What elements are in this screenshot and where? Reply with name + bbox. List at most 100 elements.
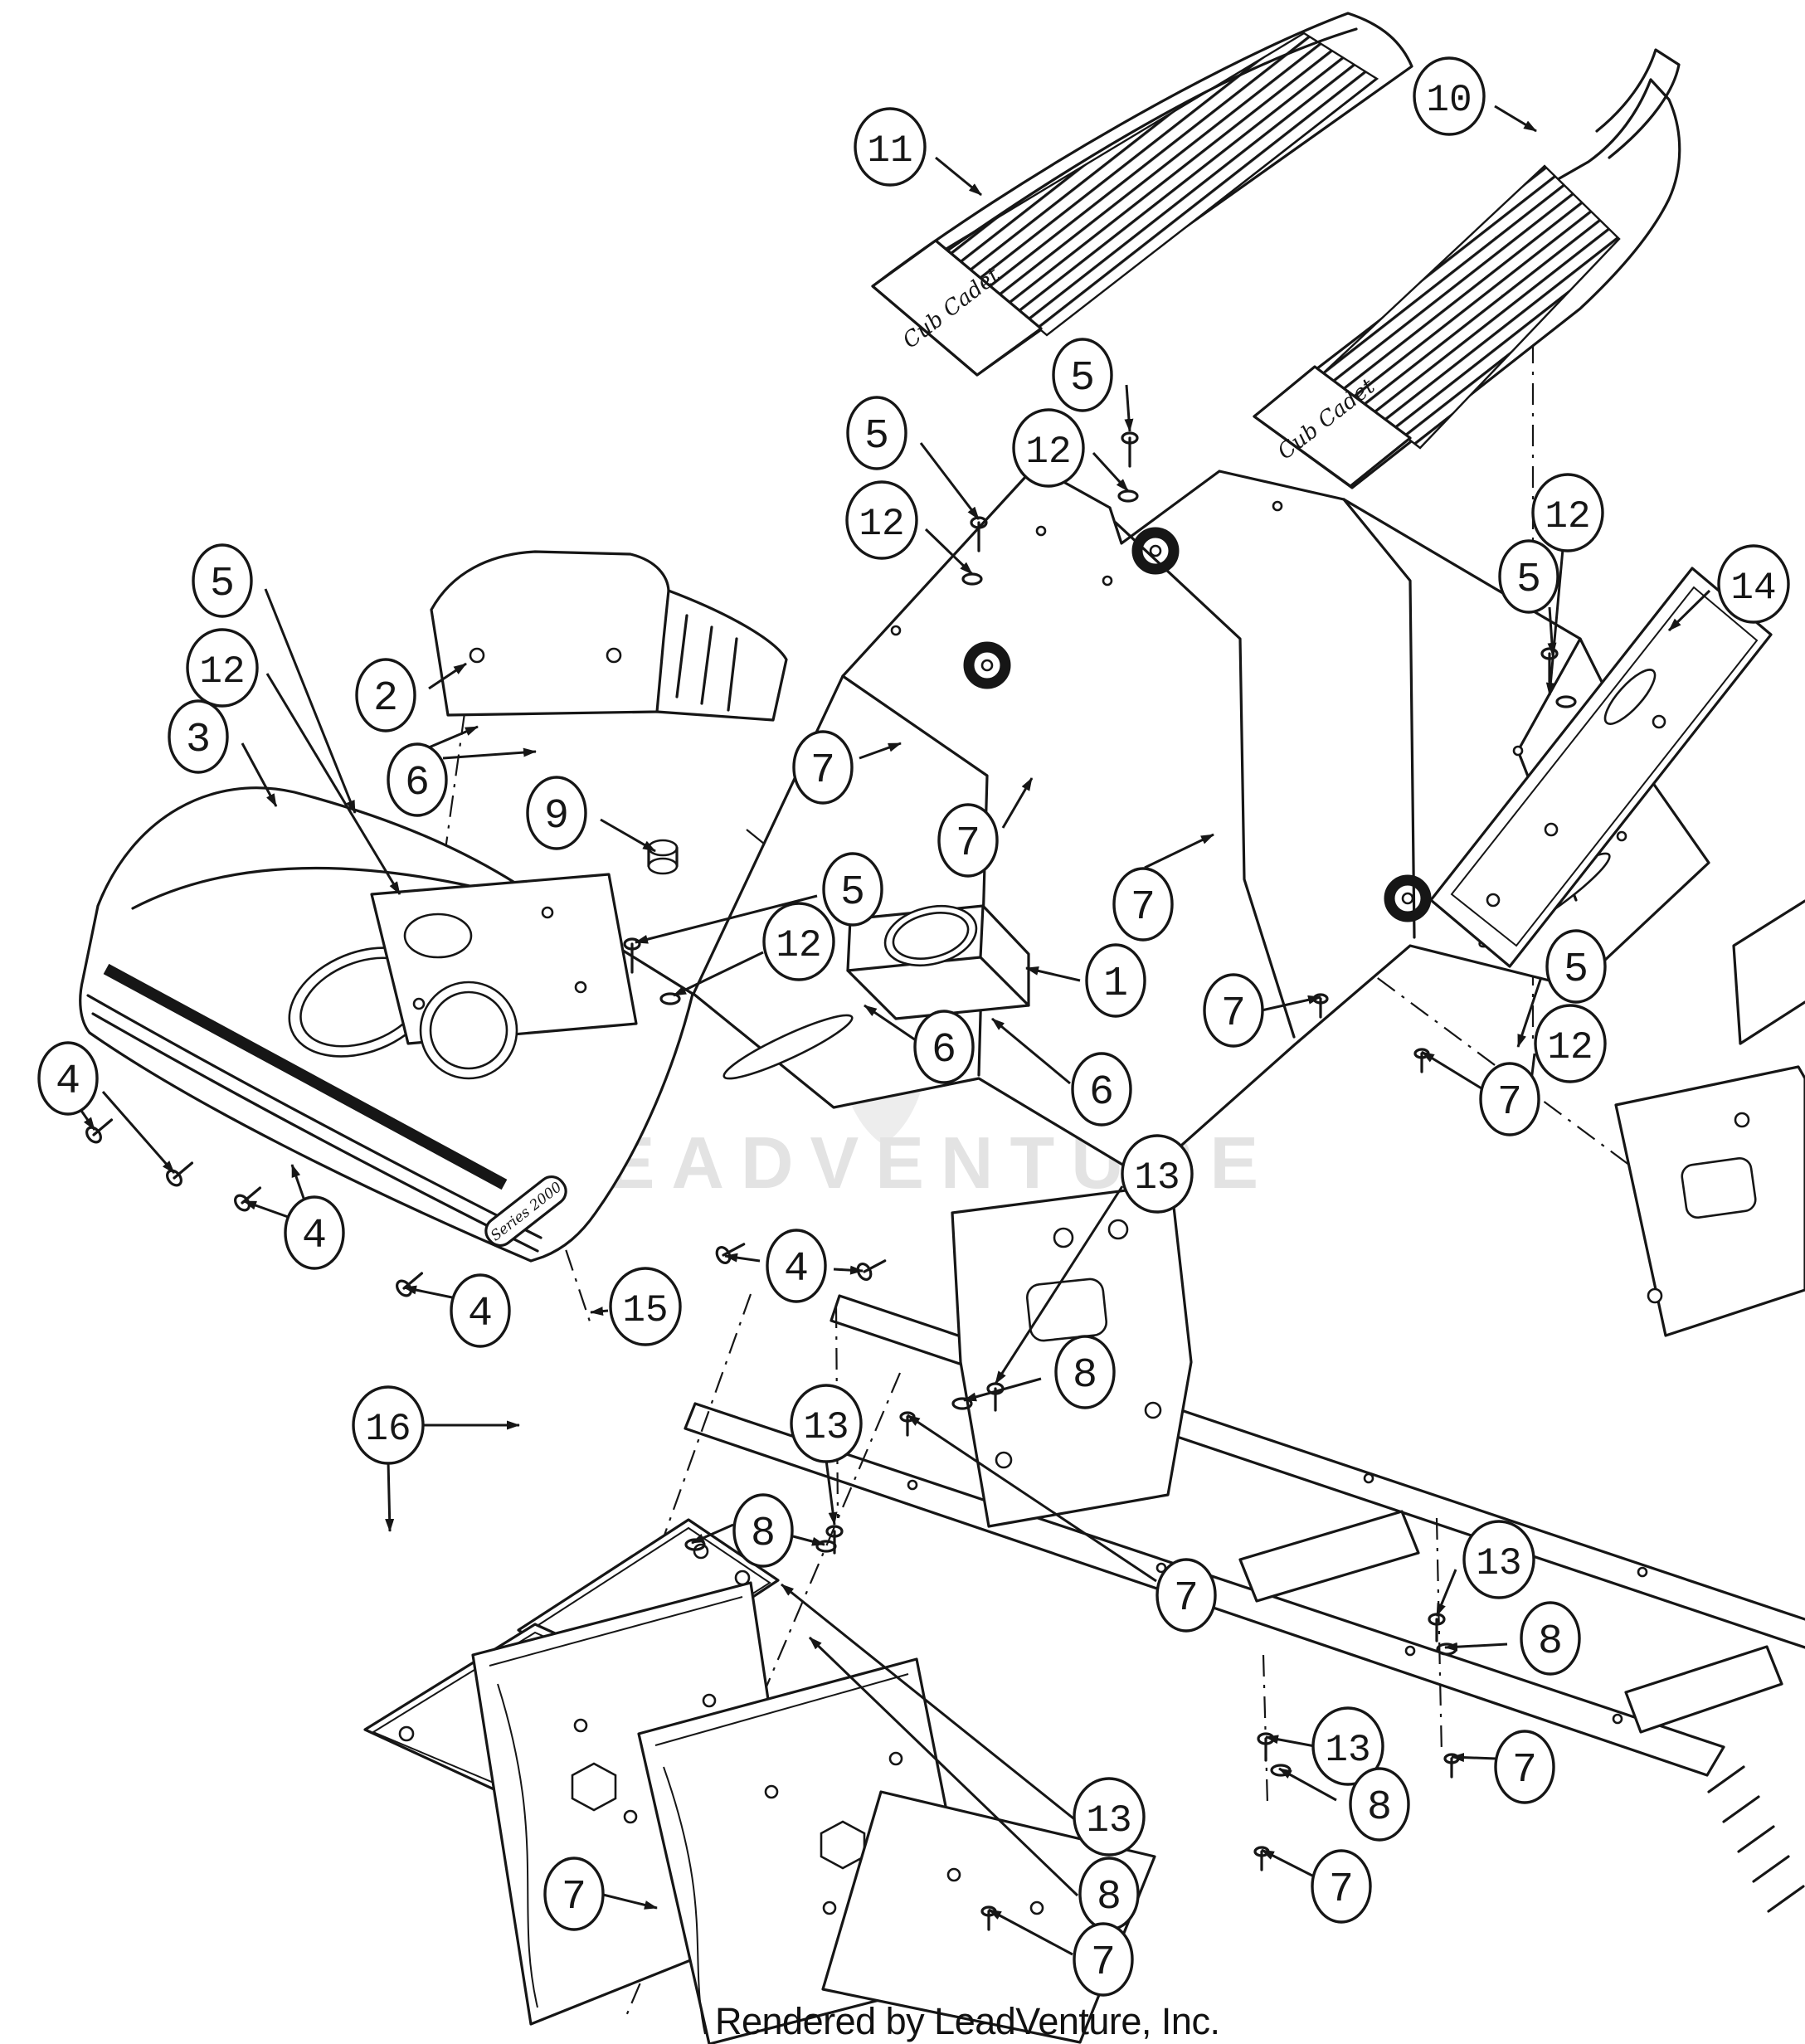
callout-balloon-5 (1498, 539, 1559, 614)
callout-1: 1 (1025, 943, 1146, 1018)
callout-number: 3 (186, 717, 211, 764)
callout-balloon-4 (450, 1273, 511, 1348)
callout-15: 15 (590, 1267, 682, 1346)
callout-number: 5 (1564, 947, 1588, 994)
callout-balloon-13 (1073, 1777, 1146, 1857)
callout-balloon-7 (792, 730, 854, 805)
callout-balloon-4 (766, 1229, 827, 1303)
callout-5: 5 (846, 396, 980, 520)
callout-6: 6 (387, 725, 537, 817)
callout-10: 10 (1413, 56, 1537, 136)
callout-4: 4 (243, 1164, 345, 1270)
callout-16: 16 (352, 1385, 520, 1532)
callout-12: 12 (845, 480, 974, 576)
callout-number: 6 (932, 1027, 956, 1074)
callout-8: 8 (691, 1493, 825, 1568)
callout-12: 12 (1526, 1004, 1607, 1096)
callout-balloon-12 (186, 628, 259, 708)
callout-7: 7 (543, 1857, 658, 1931)
callout-balloon-6 (387, 742, 448, 817)
callout-balloon-3 (168, 699, 229, 774)
callout-balloon-2 (355, 658, 416, 732)
callout-4: 4 (37, 1041, 176, 1174)
callout-7: 7 (1261, 1848, 1372, 1924)
callout-number: 12 (1547, 1026, 1593, 1069)
callout-number: 13 (1086, 1799, 1131, 1842)
footer-credit: Rendered by LeadVenture, Inc. (715, 2000, 1219, 2042)
callout-balloon-8 (1054, 1335, 1116, 1409)
callout-number: 5 (864, 413, 889, 460)
callout-5: 5 (1052, 338, 1134, 432)
callout-number: 11 (867, 129, 912, 173)
callout-number: 10 (1426, 79, 1472, 122)
callout-number: 13 (803, 1406, 849, 1449)
callout-7: 7 (1203, 973, 1321, 1048)
callout-7: 7 (937, 777, 1034, 878)
callout-number: 7 (810, 747, 835, 795)
callout-number: 12 (1545, 495, 1590, 538)
callout-7: 7 (907, 1414, 1217, 1633)
callout-13: 13 (994, 1134, 1194, 1385)
callout-6: 6 (991, 1017, 1132, 1127)
console-cover (846, 904, 1030, 1020)
callout-number: 7 (1131, 884, 1155, 932)
callout-number: 8 (1073, 1352, 1097, 1399)
callout-balloon-8 (732, 1493, 794, 1568)
callout-5: 5 (1516, 929, 1607, 1048)
callout-8: 8 (1278, 1767, 1410, 1842)
callout-number: 5 (840, 869, 865, 917)
callout-12: 12 (1531, 473, 1604, 696)
callout-number: 8 (1097, 1874, 1121, 1921)
callout-12: 12 (1012, 408, 1130, 493)
callout-number: 12 (776, 924, 821, 967)
callout-balloon-7 (1311, 1849, 1372, 1924)
callout-number: 5 (1070, 355, 1095, 402)
callout-9: 9 (526, 776, 656, 853)
callout-balloon-13 (1121, 1134, 1194, 1214)
callout-7: 7 (1112, 833, 1214, 942)
callout-3: 3 (168, 699, 278, 807)
callout-balloon-7 (1155, 1558, 1217, 1633)
callout-12: 12 (186, 628, 401, 895)
callout-4: 4 (403, 1273, 511, 1348)
callout-balloon-4 (284, 1195, 345, 1270)
callout-balloon-14 (1717, 544, 1790, 624)
callout-balloon-7 (937, 803, 999, 878)
callout-number: 7 (1497, 1079, 1522, 1127)
callout-balloon-6 (913, 1010, 975, 1084)
callout-balloon-5 (822, 852, 883, 927)
callout-balloon-5 (846, 396, 907, 470)
callout-number: 12 (199, 650, 245, 694)
callout-5: 5 (192, 543, 357, 814)
callout-number: 15 (622, 1289, 668, 1332)
callout-7: 7 (792, 730, 902, 805)
callout-number: 9 (544, 793, 569, 840)
foot-pad-left: Cub Cadet (871, 12, 1413, 377)
callout-11: 11 (854, 107, 982, 197)
callout-2: 2 (355, 658, 467, 732)
callout-number: 4 (302, 1213, 327, 1260)
callout-8: 8 (1444, 1601, 1581, 1676)
callout-number: 7 (562, 1874, 586, 1921)
callout-number: 12 (1025, 431, 1071, 474)
foot-pad-right: Cub Cadet (1253, 48, 1681, 489)
callout-balloon-13 (1311, 1706, 1384, 1786)
callout-8: 8 (963, 1335, 1116, 1409)
callout-number: 6 (405, 760, 430, 807)
callout-balloon-16 (352, 1385, 425, 1465)
callout-balloon-8 (1520, 1601, 1581, 1676)
callout-balloon-5 (1052, 338, 1113, 412)
callout-number: 4 (56, 1058, 80, 1106)
callout-number: 16 (365, 1408, 411, 1451)
callout-number: 13 (1476, 1542, 1521, 1585)
callout-7: 7 (988, 1908, 1134, 1997)
callout-7: 7 (1451, 1730, 1555, 1804)
callout-balloon-7 (1073, 1922, 1134, 1997)
callout-balloon-8 (1349, 1767, 1410, 1842)
callout-number: 8 (751, 1511, 776, 1558)
callout-balloon-13 (790, 1384, 863, 1463)
callout-balloon-7 (543, 1857, 605, 1931)
callout-5: 5 (635, 852, 883, 944)
callout-balloon-12 (762, 902, 835, 981)
